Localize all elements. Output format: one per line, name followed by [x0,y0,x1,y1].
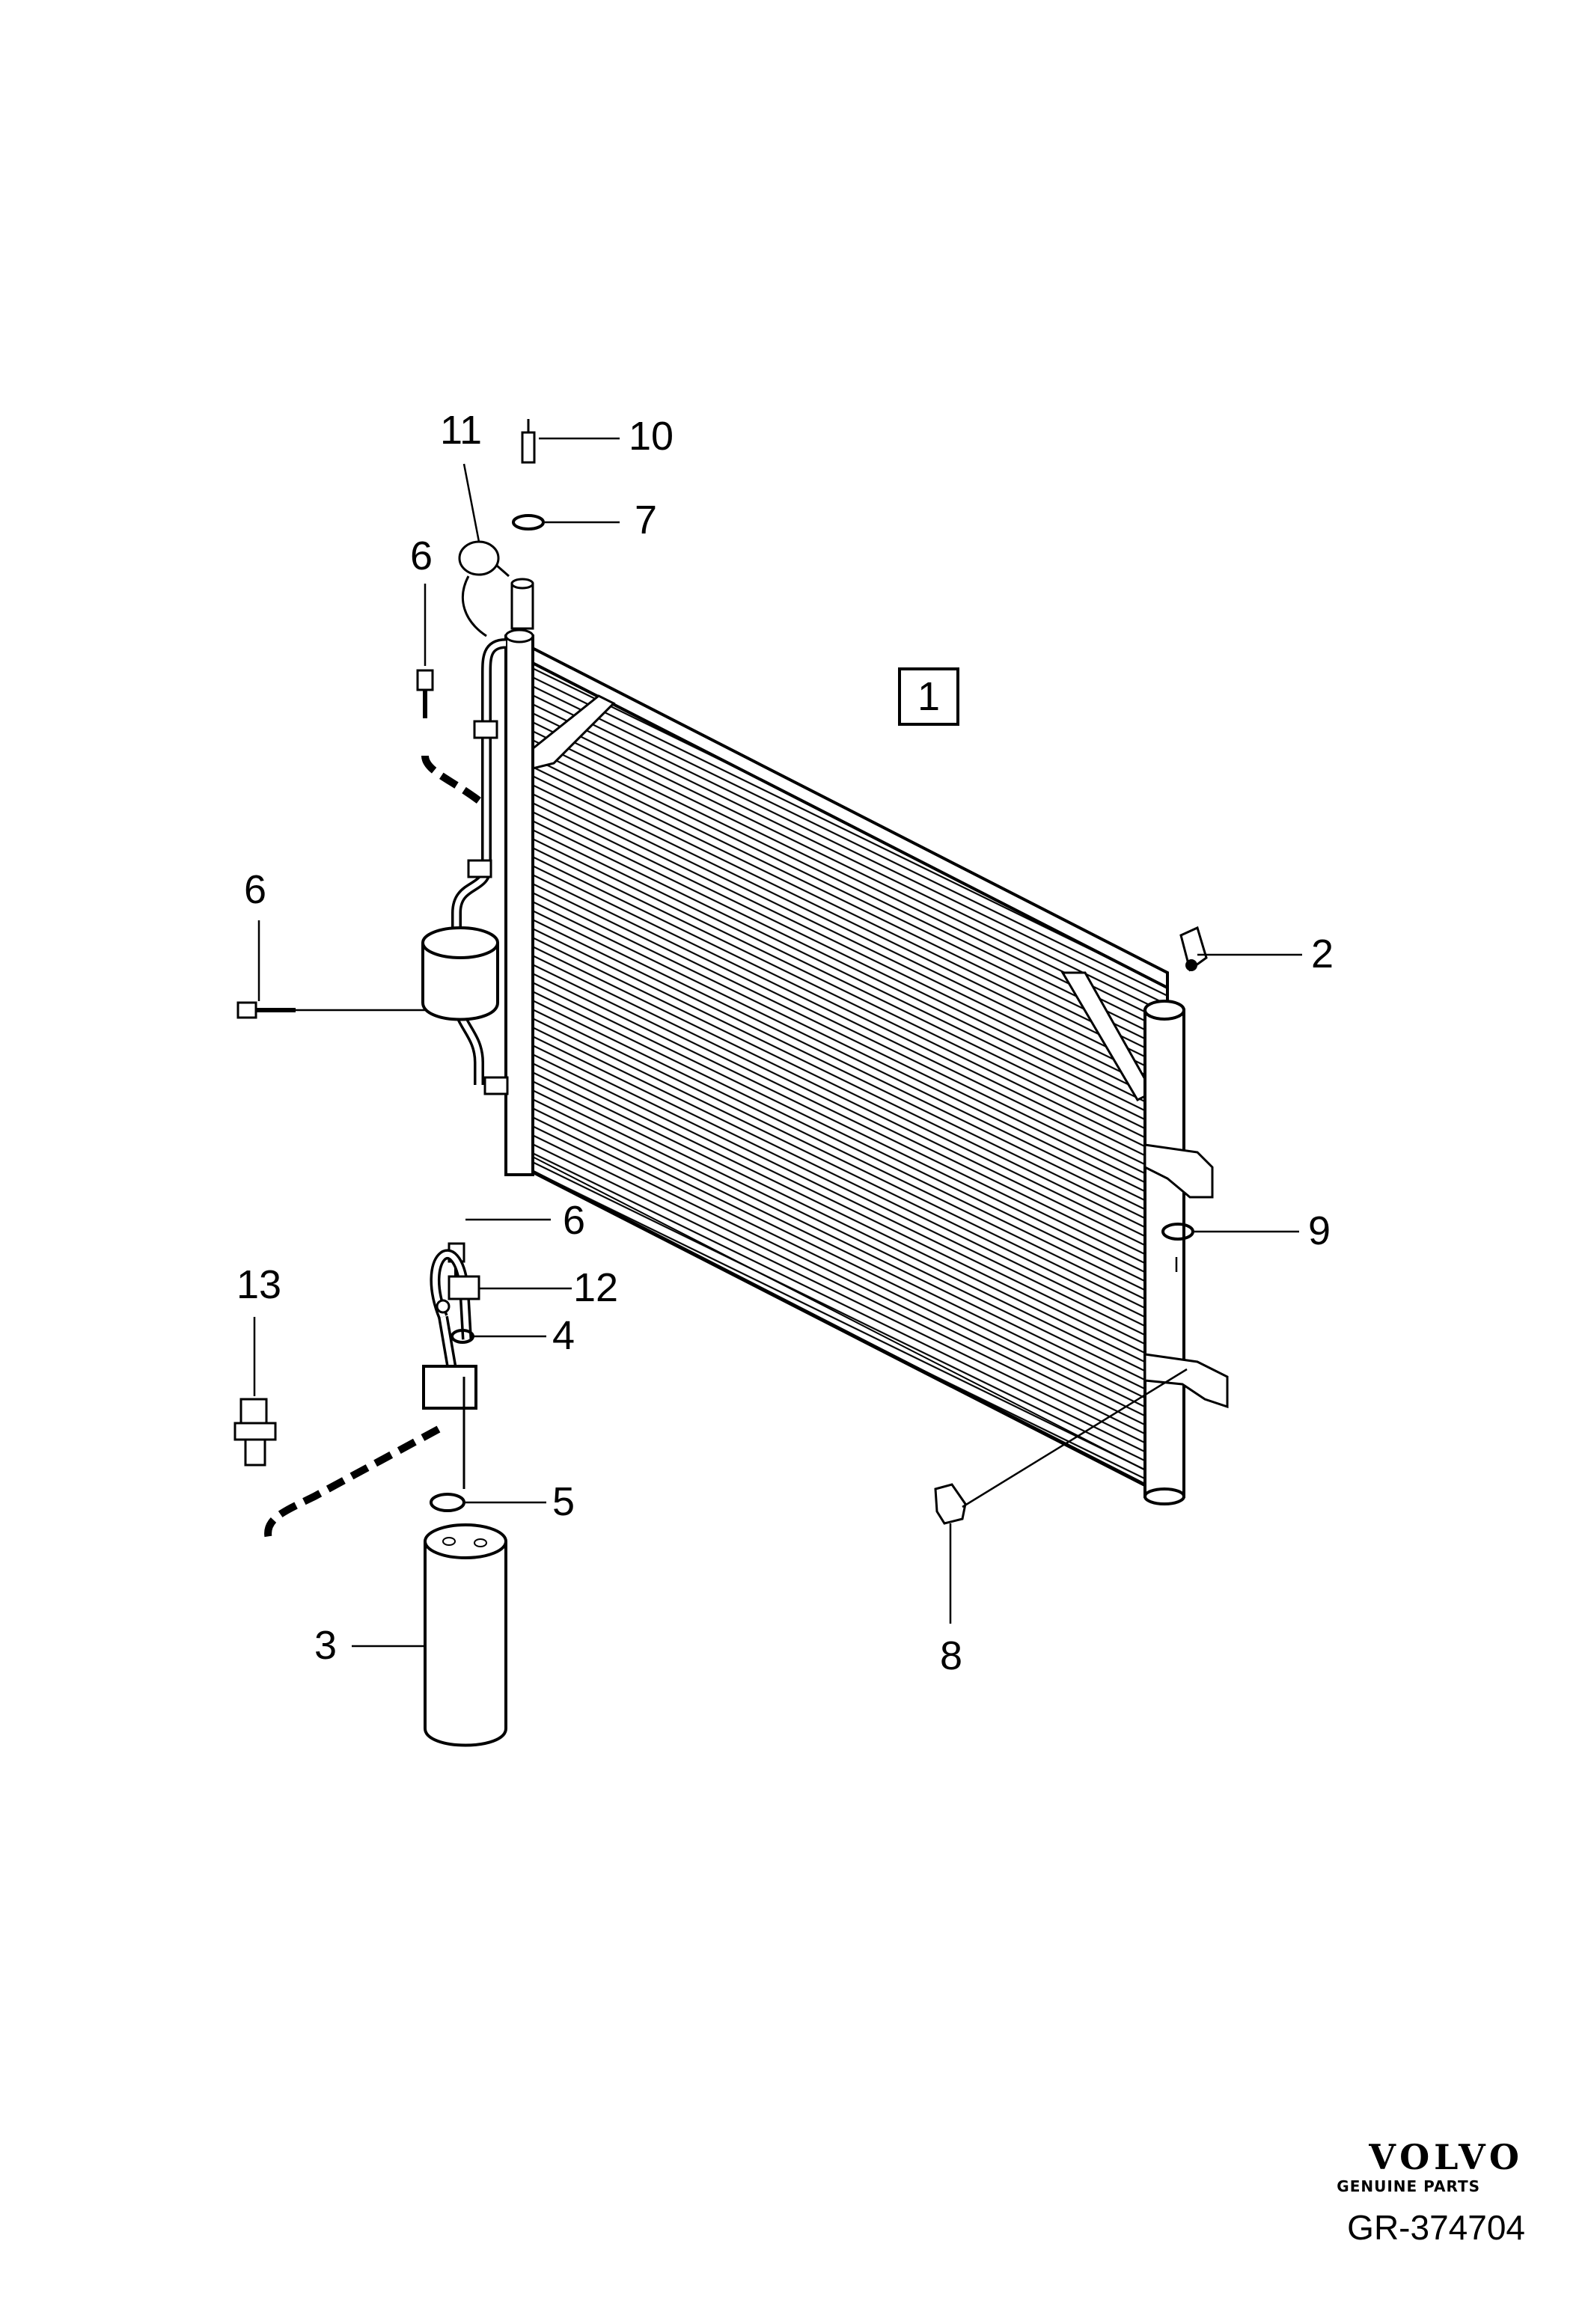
pipe-brackets [467,720,509,1095]
callout-2: 2 [1311,932,1334,976]
top-fitting [510,578,534,630]
drier-housing [421,926,499,1021]
callout-6-mid: 6 [244,867,267,912]
callout-4: 4 [552,1313,575,1358]
clip-8 [934,1483,967,1525]
dash-line-drier [264,1425,441,1543]
callout-8: 8 [940,1633,963,1678]
callout-5: 5 [552,1479,575,1524]
callout-12: 12 [573,1265,619,1310]
condenser-core [507,633,1169,1499]
volvo-logo: VOLVO [1369,2137,1524,2177]
schrader-valve [521,419,536,464]
leader-lines [253,437,1302,1648]
drier-fitting-block [422,1365,477,1489]
callout-6-top: 6 [410,533,433,578]
callout-10: 10 [629,414,674,459]
dash-line-top [421,755,481,804]
bolt-6-top [416,669,434,718]
pipe-clamp-12 [436,1275,480,1314]
pressure-switch-13 [233,1398,277,1467]
left-header-tank [504,629,534,1176]
callout-11: 11 [440,408,483,453]
callout-7: 7 [635,498,658,542]
callout-3: 3 [314,1623,338,1668]
pressure-sensor-connector [458,540,510,637]
callout-9: 9 [1308,1208,1331,1253]
diagram-reference-number: GR-374704 [1347,2208,1525,2247]
genuine-parts-label: GENUINE PARTS [1337,2177,1480,2195]
callout-13: 13 [236,1262,282,1307]
clip-2 [1179,926,1208,972]
o-ring-5 [430,1493,465,1512]
o-ring-9 [1161,1223,1194,1241]
bolt-6-mid [236,1001,296,1019]
callout-6-lower: 6 [563,1198,586,1243]
o-ring-7 [512,514,545,530]
callout-1-boxed: 1 [898,667,960,726]
right-header-tank [1143,1000,1229,1505]
receiver-drier [424,1523,507,1747]
